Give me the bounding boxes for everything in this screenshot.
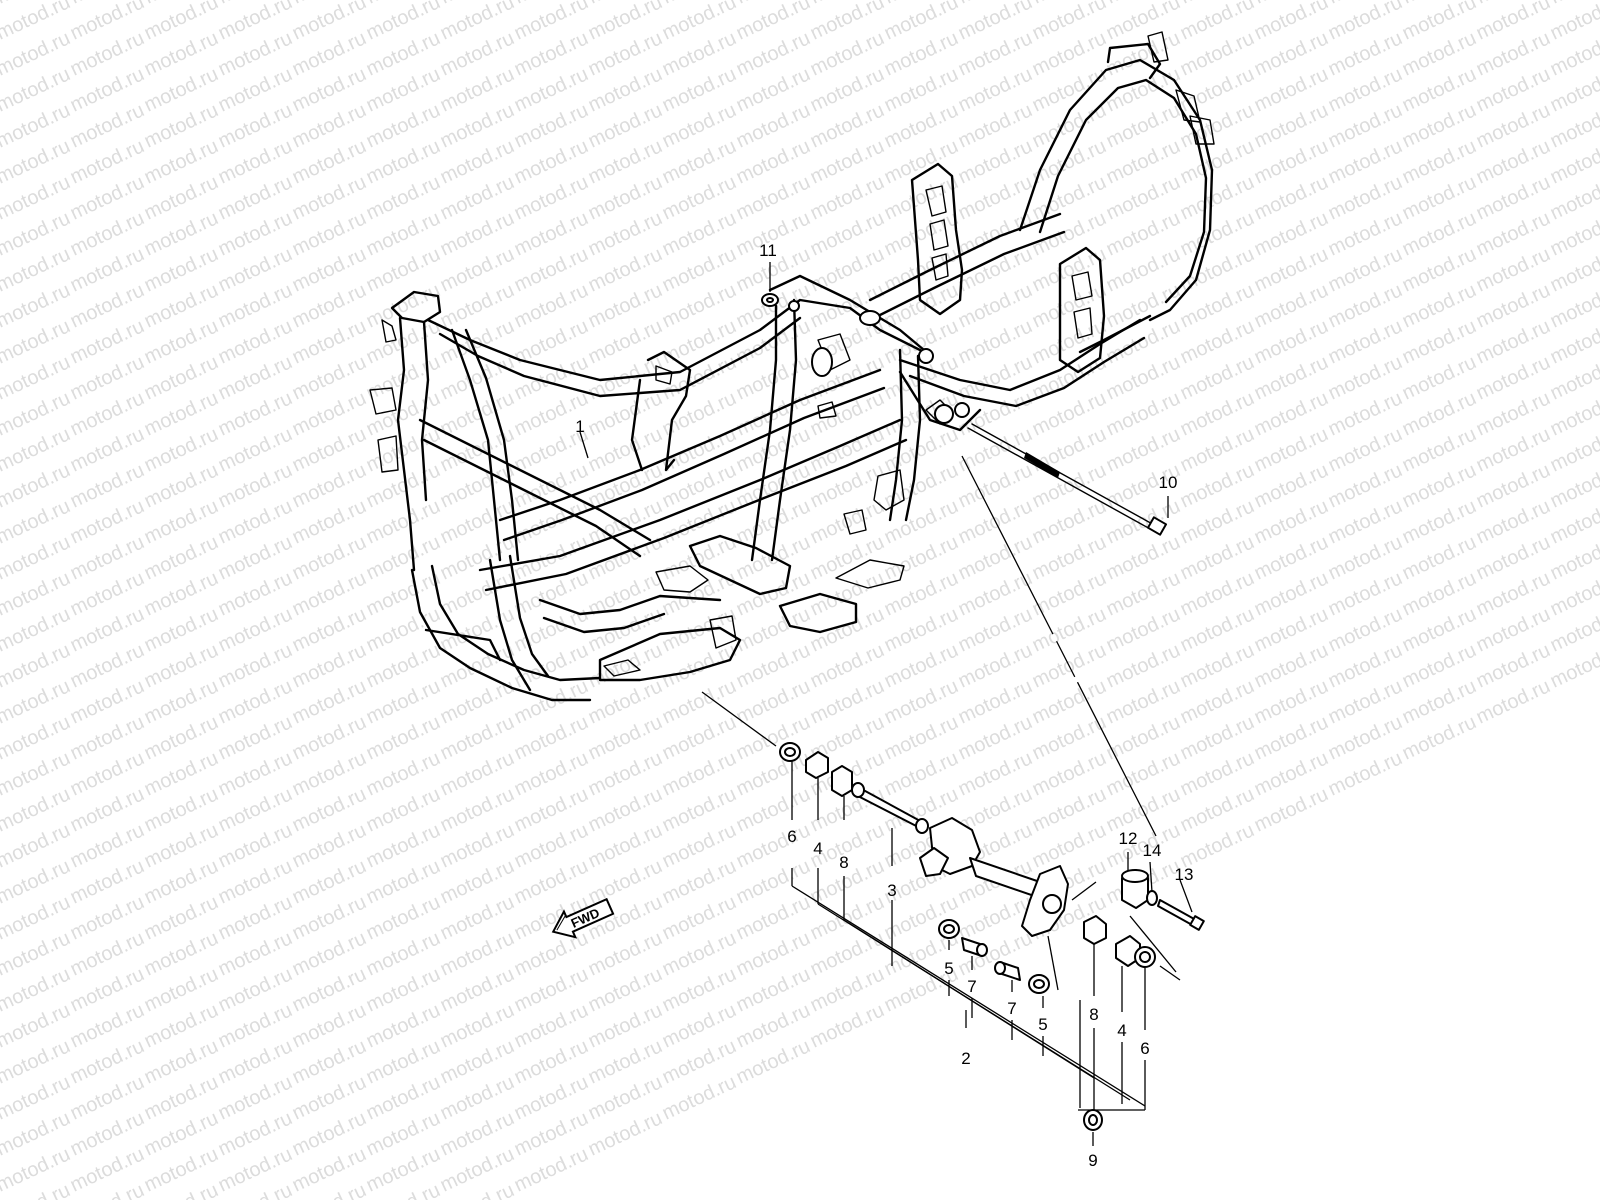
collar-7-left xyxy=(961,937,988,957)
bolt-13 xyxy=(1157,899,1205,931)
bushing-5-right xyxy=(1028,974,1050,994)
washer-14 xyxy=(1146,890,1158,906)
callout-12: 12 xyxy=(1119,829,1138,848)
callout-13: 13 xyxy=(1175,865,1194,884)
leader-lines xyxy=(579,262,1193,1146)
callout-3: 3 xyxy=(887,881,896,900)
frame-body xyxy=(369,31,1215,702)
bolt-10 xyxy=(967,423,1168,536)
callout-7-left: 7 xyxy=(967,977,976,996)
collar-7-right xyxy=(994,961,1021,981)
bushing-4-upper xyxy=(805,751,829,779)
callout-labels: 1 2 3 4 4 5 5 6 6 7 7 8 8 9 10 11 12 14 … xyxy=(575,241,1193,1170)
callout-4-lower: 4 xyxy=(1117,1021,1126,1040)
callout-11: 11 xyxy=(759,241,777,260)
mount-bracket-2 xyxy=(919,817,1069,937)
bushing-6-upper xyxy=(779,742,801,762)
callout-2: 2 xyxy=(961,1049,970,1068)
callout-4-upper: 4 xyxy=(813,839,822,858)
callout-6-upper: 6 xyxy=(787,827,796,846)
callout-5-left: 5 xyxy=(944,959,953,978)
spacer-8-lower xyxy=(1083,915,1107,945)
fwd-direction-arrow: FWD xyxy=(551,897,615,939)
spacer-8-upper xyxy=(831,765,853,797)
callout-6-lower: 6 xyxy=(1140,1039,1149,1058)
callout-1: 1 xyxy=(575,417,584,436)
collar-12 xyxy=(1121,869,1149,909)
washer-9 xyxy=(1083,1109,1103,1131)
callout-5-right: 5 xyxy=(1038,1015,1047,1034)
callout-8-upper: 8 xyxy=(839,853,848,872)
shaft-3 xyxy=(851,782,929,834)
callout-9: 9 xyxy=(1088,1151,1097,1170)
callout-8-lower: 8 xyxy=(1089,1005,1098,1024)
callout-7-right: 7 xyxy=(1007,999,1016,1018)
bushing-6-lower xyxy=(1134,946,1156,968)
nut-11 xyxy=(761,293,779,307)
callout-14: 14 xyxy=(1143,841,1162,860)
bushing-5-left xyxy=(938,919,960,939)
callout-10: 10 xyxy=(1159,473,1178,492)
